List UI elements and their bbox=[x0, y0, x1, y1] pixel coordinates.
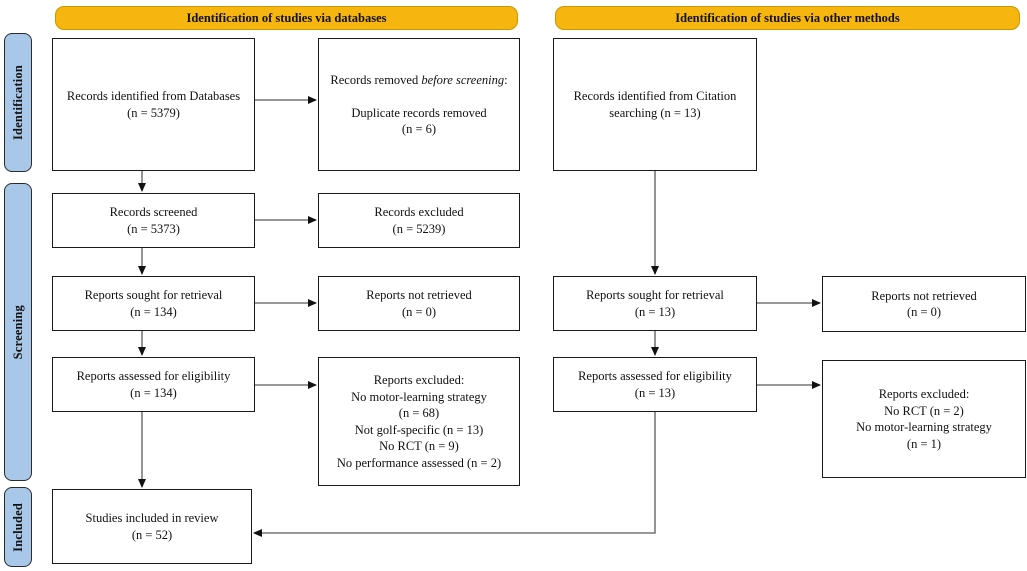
node-text: Records screened (n = 5373) bbox=[109, 205, 198, 236]
node-text: Reports not retrieved (n = 0) bbox=[871, 288, 977, 320]
node-reports-excluded-other: Reports excluded: No RCT (n = 2) No moto… bbox=[822, 360, 1026, 478]
node-line-rich: Records removed before screening: bbox=[330, 72, 507, 89]
node-text: Reports sought for retrieval (n = 13) bbox=[586, 288, 724, 319]
node-line-pre: Records removed bbox=[330, 72, 422, 87]
node-reports-assessed-databases: Reports assessed for eligibility (n = 13… bbox=[52, 357, 255, 412]
node-text: Records identified from Citation searchi… bbox=[573, 89, 737, 120]
stage-label-screening-text: Screening bbox=[10, 304, 25, 360]
node-studies-included: Studies included in review (n = 52) bbox=[52, 489, 252, 564]
node-reports-sought-other: Reports sought for retrieval (n = 13) bbox=[553, 276, 757, 331]
node-records-identified-citation: Records identified from Citation searchi… bbox=[553, 38, 757, 171]
stage-label-included-text: Included bbox=[10, 502, 25, 552]
node-records-excluded: Records excluded (n = 5239) bbox=[318, 193, 520, 248]
node-text: Reports sought for retrieval (n = 134) bbox=[84, 288, 223, 319]
node-records-screened: Records screened (n = 5373) bbox=[52, 193, 255, 248]
node-reports-not-retrieved-other: Reports not retrieved (n = 0) bbox=[822, 276, 1026, 332]
node-reports-sought-databases: Reports sought for retrieval (n = 134) bbox=[52, 276, 255, 331]
node-records-identified-databases: Records identified from Databases (n = 5… bbox=[52, 38, 255, 171]
stage-label-identification: Identification bbox=[4, 33, 32, 172]
stage-label-identification-text: Identification bbox=[10, 64, 25, 141]
stage-label-screening: Screening bbox=[4, 183, 32, 481]
header-identification-via-databases: Identification of studies via databases bbox=[55, 6, 518, 30]
node-text: Records identified from Databases (n = 5… bbox=[66, 89, 241, 120]
stage-label-included: Included bbox=[4, 487, 32, 567]
node-lines: Duplicate records removed (n = 6) bbox=[351, 105, 487, 137]
node-text: Studies included in review (n = 52) bbox=[85, 511, 219, 542]
node-reports-excluded-databases: Reports excluded: No motor-learning stra… bbox=[318, 357, 520, 486]
node-line-italic: before screening bbox=[421, 72, 505, 87]
header-identification-via-other-methods: Identification of studies via other meth… bbox=[555, 6, 1020, 30]
node-text: Reports not retrieved (n = 0) bbox=[366, 288, 472, 319]
node-text: Reports assessed for eligibility (n = 13… bbox=[578, 369, 732, 400]
node-reports-assessed-other: Reports assessed for eligibility (n = 13… bbox=[553, 357, 757, 412]
node-reports-not-retrieved-databases: Reports not retrieved (n = 0) bbox=[318, 276, 520, 331]
node-text: Reports assessed for eligibility (n = 13… bbox=[76, 369, 231, 400]
node-text: Reports excluded: No RCT (n = 2) No moto… bbox=[856, 387, 992, 451]
node-text: Records excluded (n = 5239) bbox=[374, 205, 464, 236]
node-line-post: : bbox=[504, 72, 508, 87]
node-records-removed-before-screening: Records removed before screening: Duplic… bbox=[318, 38, 520, 171]
node-text: Reports excluded: No motor-learning stra… bbox=[336, 373, 502, 470]
node-text: Records removed before screening: Duplic… bbox=[324, 53, 513, 156]
